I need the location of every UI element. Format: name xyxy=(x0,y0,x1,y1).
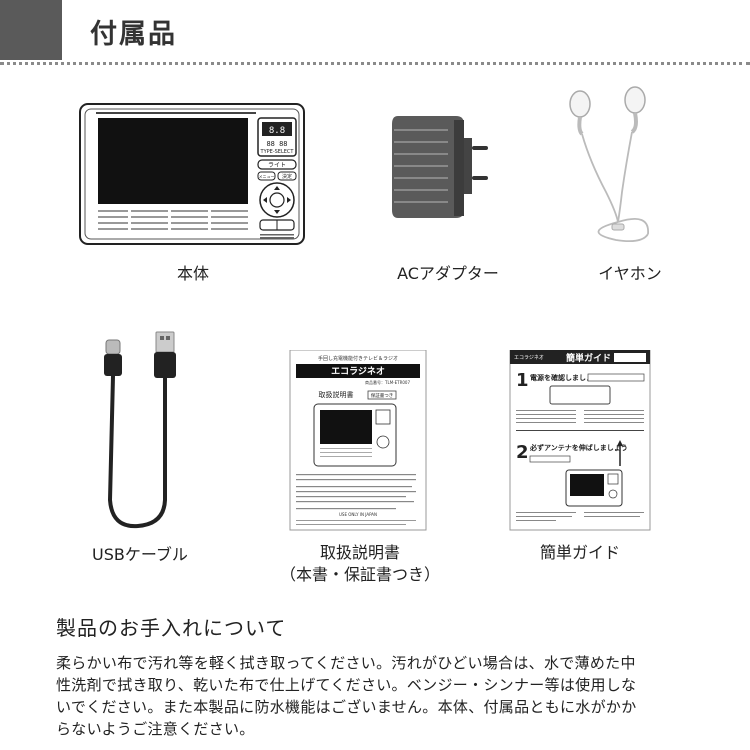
item-label-main-unit: 本体 xyxy=(176,264,209,283)
ac-adapter-image xyxy=(392,116,488,218)
item-label-instruction-manual: 取扱説明書 xyxy=(319,543,400,562)
main-unit-image: 8.8 88 88 TYPE-SELECT ライト メニュー 決定 xyxy=(79,103,305,245)
item-label-ac-adapter: ACアダプター xyxy=(397,264,499,283)
manual-model: 商品番号：TLM-ETR007 xyxy=(365,379,410,385)
item-label-quick-guide: 簡単ガイド xyxy=(539,543,620,562)
manual-product-name: エコラジネオ xyxy=(331,366,385,377)
care-line: 性洗剤で拭き取り、乾いた布で仕上げてください。ベンジー・シンナー等は使用しな xyxy=(56,676,637,694)
item-label-earphones: イヤホン xyxy=(598,264,662,283)
usb-cable-image xyxy=(104,331,176,529)
menu-button-label: メニュー xyxy=(259,174,275,179)
svg-text:8.8: 8.8 xyxy=(269,126,285,136)
item-sublabel-instruction-manual: （本書・保証書つき） xyxy=(279,565,440,584)
header-accent-block xyxy=(0,0,62,60)
guide-step2-number: 2 xyxy=(516,442,529,463)
earphones-image xyxy=(569,86,649,243)
quick-guide-image: エコラジネオ 簡単ガイド 1 電源を確認しましょう 2 必ずアンテナを伸ばしまし… xyxy=(509,350,651,531)
care-line: らないようご注意ください。 xyxy=(56,720,255,738)
instruction-manual-image: 手回し充電機能付きテレビ＆ラジオ エコラジネオ 商品番号：TLM-ETR007 … xyxy=(289,350,427,531)
svg-text:88 88: 88 88 xyxy=(266,140,287,148)
manual-japan-only: USE ONLY IN JAPAN xyxy=(339,512,377,517)
manual-title: 取扱説明書 xyxy=(319,390,354,399)
enter-button-label: 決定 xyxy=(282,173,292,180)
display-type-text: TYPE-SELECT xyxy=(260,149,295,155)
care-section-title: 製品のお手入れについて xyxy=(56,616,287,640)
guide-brand: エコラジネオ xyxy=(514,355,544,361)
care-line: いでください。また本製品に防水機能はございません。本体、付属品ともに水がかか xyxy=(56,698,637,716)
light-button-label: ライト xyxy=(268,162,286,169)
page-title: 付属品 xyxy=(90,19,177,50)
header-divider xyxy=(0,62,750,65)
guide-step1-text: 電源を確認しましょう xyxy=(530,373,600,382)
care-section-body: 柔らかい布で汚れ等を軽く拭き取ってください。汚れがひどい場合は、水で薄めた中 性… xyxy=(56,652,706,740)
manual-tagline: 手回し充電機能付きテレビ＆ラジオ xyxy=(318,355,398,362)
care-line: 柔らかい布で汚れ等を軽く拭き取ってください。汚れがひどい場合は、水で薄めた中 xyxy=(56,654,636,672)
guide-title: 簡単ガイド xyxy=(566,352,611,364)
item-label-usb-cable: USBケーブル xyxy=(92,545,188,564)
manual-warranty-badge: 保証書つき xyxy=(371,392,394,399)
guide-step1-number: 1 xyxy=(516,370,529,391)
guide-step2-text: 必ずアンテナを伸ばしましょう xyxy=(529,443,628,452)
